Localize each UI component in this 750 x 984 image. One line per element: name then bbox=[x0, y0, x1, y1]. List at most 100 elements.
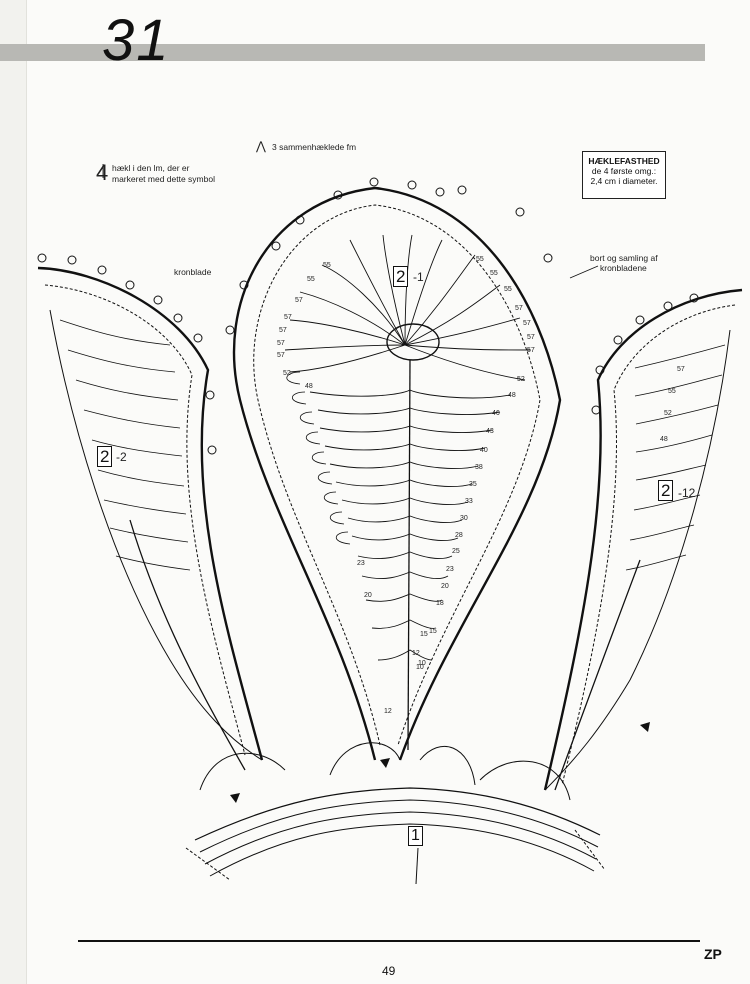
row-number: 52 bbox=[283, 370, 291, 377]
label-left-petal: 2 bbox=[97, 446, 113, 467]
base-arc-mid-right bbox=[419, 745, 476, 786]
row-number: 12 bbox=[384, 708, 392, 715]
row-number: 12 bbox=[412, 650, 420, 657]
base-joining bbox=[185, 742, 606, 885]
label-base-num: 1 bbox=[411, 827, 420, 844]
row-number: 38 bbox=[475, 464, 483, 471]
row-number: 48 bbox=[660, 436, 668, 443]
border-note-line1: bort og samling af bbox=[590, 253, 658, 263]
label-right-suffix: -12 bbox=[678, 486, 696, 500]
leader-lines bbox=[102, 164, 599, 279]
base-band-4 bbox=[209, 823, 595, 877]
row-number: 57 bbox=[284, 314, 292, 321]
center-petal-border-inner bbox=[253, 204, 541, 746]
footer-rule bbox=[78, 940, 700, 942]
row-number: 15 bbox=[429, 628, 437, 635]
label-center-num: 2 bbox=[396, 267, 406, 286]
row-number: 40 bbox=[480, 447, 488, 454]
row-number: 57 bbox=[677, 366, 685, 373]
row-number: 57 bbox=[277, 340, 285, 347]
row-number: 10 bbox=[416, 664, 424, 671]
base-arc-left bbox=[199, 752, 286, 791]
left-petal bbox=[37, 253, 264, 771]
row-number: 52 bbox=[664, 410, 672, 417]
kronblade-label: kronblade bbox=[174, 267, 212, 277]
base-pointer bbox=[415, 847, 419, 885]
row-number: 18 bbox=[436, 600, 444, 607]
center-spine bbox=[407, 359, 411, 751]
row-number: 55 bbox=[490, 270, 498, 277]
row-number: 57 bbox=[277, 352, 285, 359]
center-ring bbox=[386, 323, 440, 361]
page-number: 49 bbox=[382, 964, 396, 978]
gauge-title: HÆKLEFASTHED bbox=[588, 156, 660, 166]
row-number: 10 bbox=[418, 660, 426, 667]
right-picots bbox=[591, 293, 699, 415]
row-number: 55 bbox=[323, 262, 331, 269]
row-number: 57 bbox=[279, 327, 287, 334]
left-picots bbox=[37, 253, 217, 455]
row-number: 23 bbox=[357, 560, 365, 567]
base-band-2 bbox=[199, 799, 599, 853]
gauge-box: HÆKLEFASTHED de 4 første omg.: 2,4 cm i … bbox=[582, 151, 666, 199]
row-number: 48 bbox=[305, 383, 313, 390]
row-number: 35 bbox=[469, 481, 477, 488]
label-left-num: 2 bbox=[100, 447, 110, 466]
right-petal-border bbox=[543, 288, 743, 791]
label-center-petal: 2 bbox=[393, 266, 409, 287]
watermark: ZP bbox=[704, 946, 722, 962]
center-fan-loops bbox=[284, 234, 531, 381]
center-picots bbox=[225, 177, 553, 335]
row-number: 30 bbox=[460, 515, 468, 522]
row-number: 52 bbox=[517, 376, 525, 383]
left-petal-loops bbox=[59, 319, 191, 571]
row-number: 55 bbox=[307, 276, 315, 283]
base-arc-mid-left bbox=[329, 742, 401, 776]
row-number: 55 bbox=[668, 388, 676, 395]
row-number: 25 bbox=[452, 548, 460, 555]
base-arc-right bbox=[479, 760, 571, 801]
row-number: 48 bbox=[508, 392, 516, 399]
hook-note-line2: markeret med dette symbol bbox=[112, 174, 215, 184]
center-petal bbox=[225, 177, 562, 761]
base-stitch-right bbox=[574, 829, 606, 871]
right-petal bbox=[543, 288, 743, 791]
row-number: 43 bbox=[486, 428, 494, 435]
chart-number: 31 bbox=[102, 8, 171, 73]
position-markers bbox=[230, 722, 650, 803]
right-spine bbox=[554, 559, 641, 791]
label-base: 1 bbox=[408, 826, 423, 846]
row-number: 57 bbox=[523, 320, 531, 327]
label-right-num: 2 bbox=[661, 481, 671, 500]
binding-gutter bbox=[0, 0, 27, 984]
sc3tog-note: 3 sammenhæklede fm bbox=[272, 142, 357, 152]
label-left-suffix: -2 bbox=[116, 450, 127, 464]
left-petal-border-inner bbox=[44, 284, 246, 756]
row-number: 57 bbox=[515, 305, 523, 312]
right-petal-loops bbox=[625, 344, 726, 571]
base-band-1 bbox=[194, 787, 601, 841]
base-band-3 bbox=[204, 811, 597, 865]
center-petal-border bbox=[232, 186, 562, 761]
hook-symbol: 4 bbox=[96, 160, 109, 185]
row-number: 23 bbox=[446, 566, 454, 573]
label-center-suffix: -1 bbox=[413, 270, 424, 284]
left-spine bbox=[129, 519, 246, 771]
row-number: 46 bbox=[492, 410, 500, 417]
right-petal-outline bbox=[544, 329, 731, 791]
sc3tog-symbol: ⋀ bbox=[256, 139, 266, 153]
row-number: 15 bbox=[420, 631, 428, 638]
row-number: 57 bbox=[295, 297, 303, 304]
row-number: 33 bbox=[465, 498, 473, 505]
gauge-line2: 2,4 cm i diameter. bbox=[590, 176, 658, 187]
row-number: 28 bbox=[455, 532, 463, 539]
row-number: 55 bbox=[504, 286, 512, 293]
row-number: 57 bbox=[527, 334, 535, 341]
left-petal-border bbox=[37, 266, 264, 761]
hook-note-line1: hækl i den lm, der er bbox=[112, 163, 190, 173]
header-bar bbox=[0, 44, 705, 61]
center-rows bbox=[309, 389, 511, 661]
border-note-line2: kronbladene bbox=[600, 263, 647, 273]
row-number: 20 bbox=[364, 592, 372, 599]
